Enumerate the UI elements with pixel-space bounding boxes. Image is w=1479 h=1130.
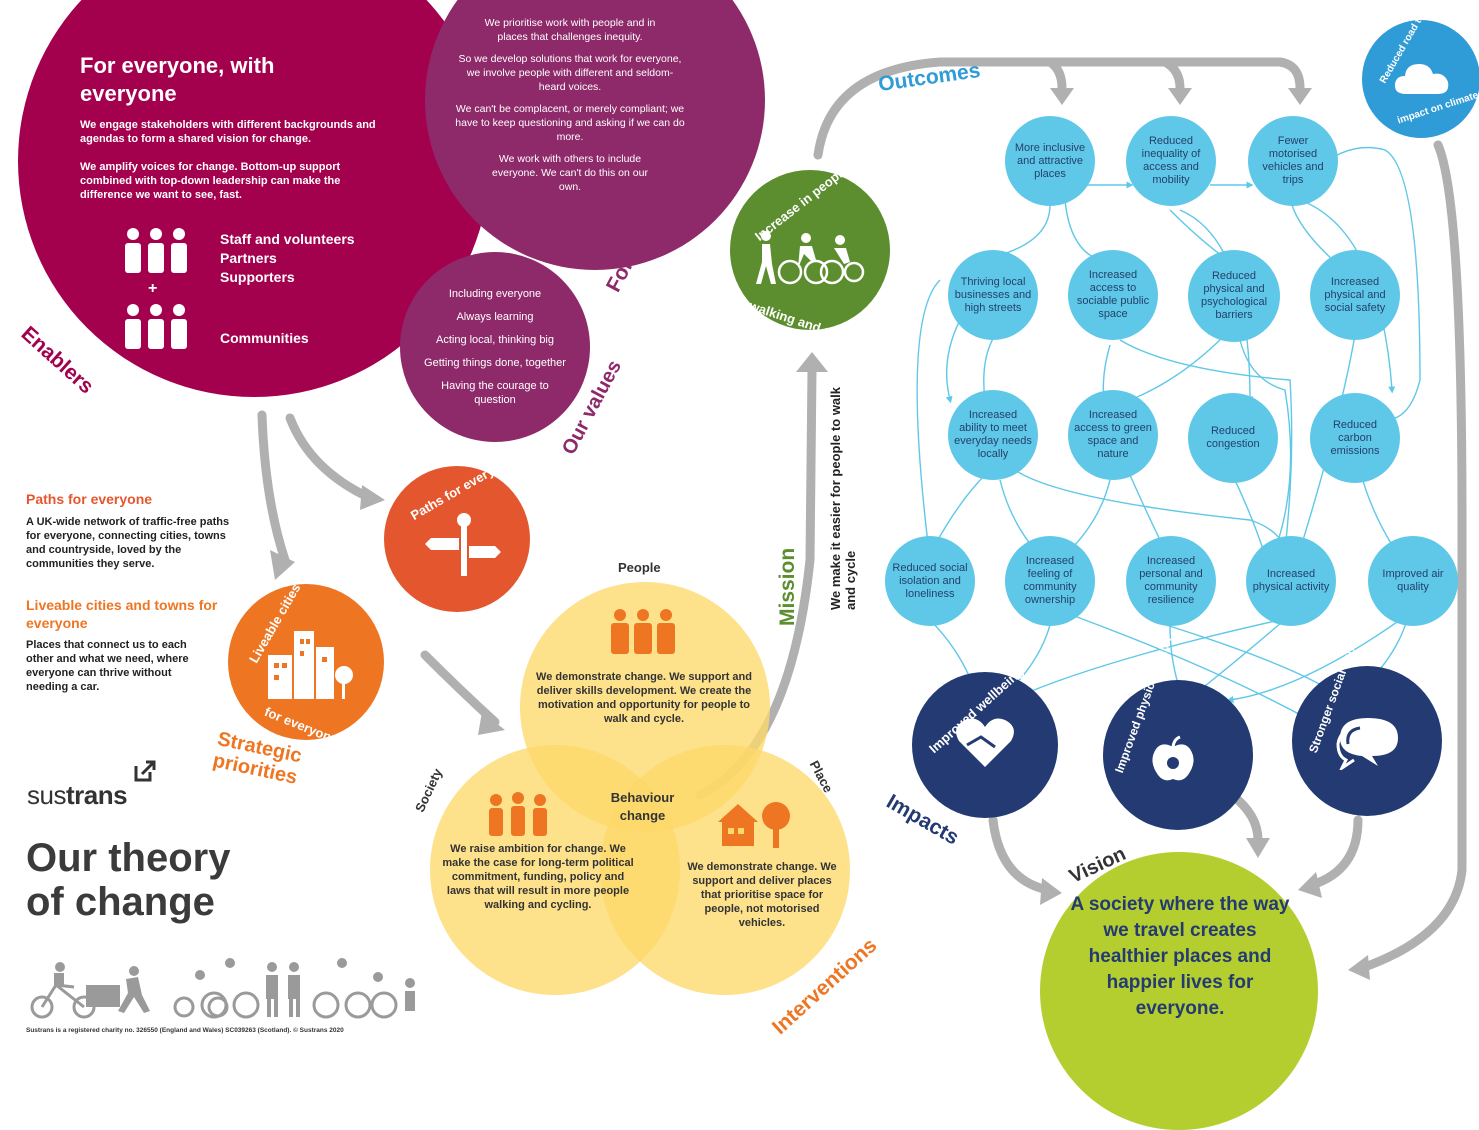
people-text: We demonstrate change. We support and de… bbox=[536, 671, 752, 725]
outcome-node: Reduced social isolation and loneliness bbox=[885, 536, 975, 626]
enablers-para1: We engage stakeholders with different ba… bbox=[80, 119, 376, 145]
place-circle bbox=[600, 745, 850, 995]
mission-label: Mission bbox=[776, 547, 799, 626]
plus-sign: + bbox=[148, 280, 158, 297]
people-moving-icon bbox=[30, 958, 415, 1019]
outcome-node: Increased ability to meet everyday needs… bbox=[948, 390, 1038, 480]
sustrans-logo: sustrans bbox=[27, 780, 128, 811]
values-list: Including everyone Always learning Actin… bbox=[405, 287, 585, 407]
connector-layer bbox=[257, 57, 1467, 980]
charity-footer: Sustrans is a registered charity no. 326… bbox=[26, 1027, 344, 1034]
place-text: We demonstrate change. We support and de… bbox=[687, 861, 837, 929]
value-item: Including everyone bbox=[448, 288, 542, 300]
arrow-impact1-to-vision bbox=[988, 815, 1053, 895]
outcome-node: Reduced congestion bbox=[1188, 393, 1278, 483]
principles-circle bbox=[425, 0, 765, 270]
outcome-node: Increased physical and social safety bbox=[1310, 250, 1400, 340]
outcome-node: More inclusive and attractive places bbox=[1005, 116, 1095, 206]
value-item: Getting things done, together bbox=[424, 357, 566, 369]
enablers-group1-item: Supporters bbox=[220, 269, 295, 285]
arrow-climate-to-vision bbox=[1357, 140, 1467, 973]
walking-cycling-icon bbox=[756, 231, 865, 285]
outcome-node: Reduced physical and psychological barri… bbox=[1188, 250, 1280, 342]
outcome-node: Improved air quality bbox=[1368, 536, 1458, 626]
outcome-node: Reduced carbon emissions bbox=[1310, 393, 1400, 483]
arrow-enablers-to-paths bbox=[285, 413, 375, 503]
cities-title: Liveable cities and towns for everyone bbox=[26, 597, 218, 631]
cloud-icon bbox=[1394, 64, 1449, 94]
people-group-icon bbox=[125, 304, 187, 349]
page-title: Our theory of change bbox=[26, 836, 230, 924]
cities-text: Places that connect us to each other and… bbox=[26, 639, 189, 693]
city-buildings-icon bbox=[268, 631, 353, 699]
paths-text: A UK-wide network of traffic-free paths … bbox=[26, 516, 230, 570]
enablers-group1-item: Staff and volunteers bbox=[220, 231, 355, 247]
logo-part: sus bbox=[27, 780, 66, 810]
people-label: People bbox=[618, 560, 661, 575]
value-item: Having the courage to question bbox=[441, 380, 549, 406]
values-circle bbox=[400, 252, 590, 442]
sustrans-arrow-icon bbox=[134, 760, 156, 782]
apple-icon bbox=[1152, 735, 1194, 781]
people-group-icon bbox=[125, 228, 187, 273]
outcome-node: Fewer motorised vehicles and trips bbox=[1248, 116, 1338, 206]
mission-text: We make it easier for people to walk and… bbox=[828, 386, 858, 610]
principles-p4: We work with others to include everyone.… bbox=[492, 153, 648, 193]
outcome-node: Thriving local businesses and high stree… bbox=[948, 250, 1038, 340]
page-title-line: of change bbox=[26, 880, 215, 924]
paths-title: Paths for everyone bbox=[26, 491, 153, 507]
people-group-icon bbox=[611, 609, 675, 654]
outcome-node: Increased access to green space and natu… bbox=[1068, 390, 1158, 480]
vision-text: A society where the way we travel create… bbox=[1070, 894, 1290, 1019]
logo-part: trans bbox=[65, 780, 128, 810]
principles-p3: We can't be complacent, or merely compli… bbox=[455, 103, 685, 143]
page-title-line: Our theory bbox=[26, 836, 231, 880]
enablers-group1: Staff and volunteers Partners Supporters bbox=[220, 230, 355, 287]
society-text: We raise ambition for change. We make th… bbox=[442, 843, 634, 911]
house-tree-icon bbox=[718, 802, 790, 848]
principles-text: We prioritise work with people and in pl… bbox=[455, 16, 685, 194]
outcome-node: Increased physical activity bbox=[1246, 536, 1336, 626]
arrow-enablers-to-cities bbox=[257, 410, 290, 565]
enablers-group2: Communities bbox=[220, 330, 309, 346]
raised-hands-icon bbox=[489, 792, 547, 836]
enablers-group1-item: Partners bbox=[220, 250, 277, 266]
behaviour-change-label: Behaviour change bbox=[610, 790, 675, 823]
arrow-mission-to-outcomes bbox=[813, 57, 1305, 160]
value-item: Acting local, thinking big bbox=[435, 334, 554, 346]
outcome-node: Increased access to sociable public spac… bbox=[1068, 250, 1158, 340]
arrow-priorities-to-interventions bbox=[420, 650, 500, 727]
value-item: Always learning bbox=[456, 311, 534, 323]
enablers-para2: We amplify voices for change. Bottom-up … bbox=[80, 161, 341, 201]
heart-hands-icon bbox=[956, 718, 1014, 767]
speech-bubbles-icon bbox=[1336, 718, 1398, 770]
outcome-node: Increased feeling of community ownership bbox=[1005, 536, 1095, 626]
outcome-node: Reduced inequality of access and mobilit… bbox=[1126, 116, 1216, 206]
outcome-node: Increased personal and community resilie… bbox=[1126, 536, 1216, 626]
signpost-icon bbox=[425, 513, 501, 576]
theory-of-change-diagram: For everyone, with everyone We engage st… bbox=[17, 0, 1479, 1130]
enablers-title: For everyone, with everyone bbox=[80, 53, 275, 106]
principles-p2: So we develop solutions that work for ev… bbox=[458, 53, 682, 93]
principles-p1: We prioritise work with people and in pl… bbox=[484, 17, 656, 43]
